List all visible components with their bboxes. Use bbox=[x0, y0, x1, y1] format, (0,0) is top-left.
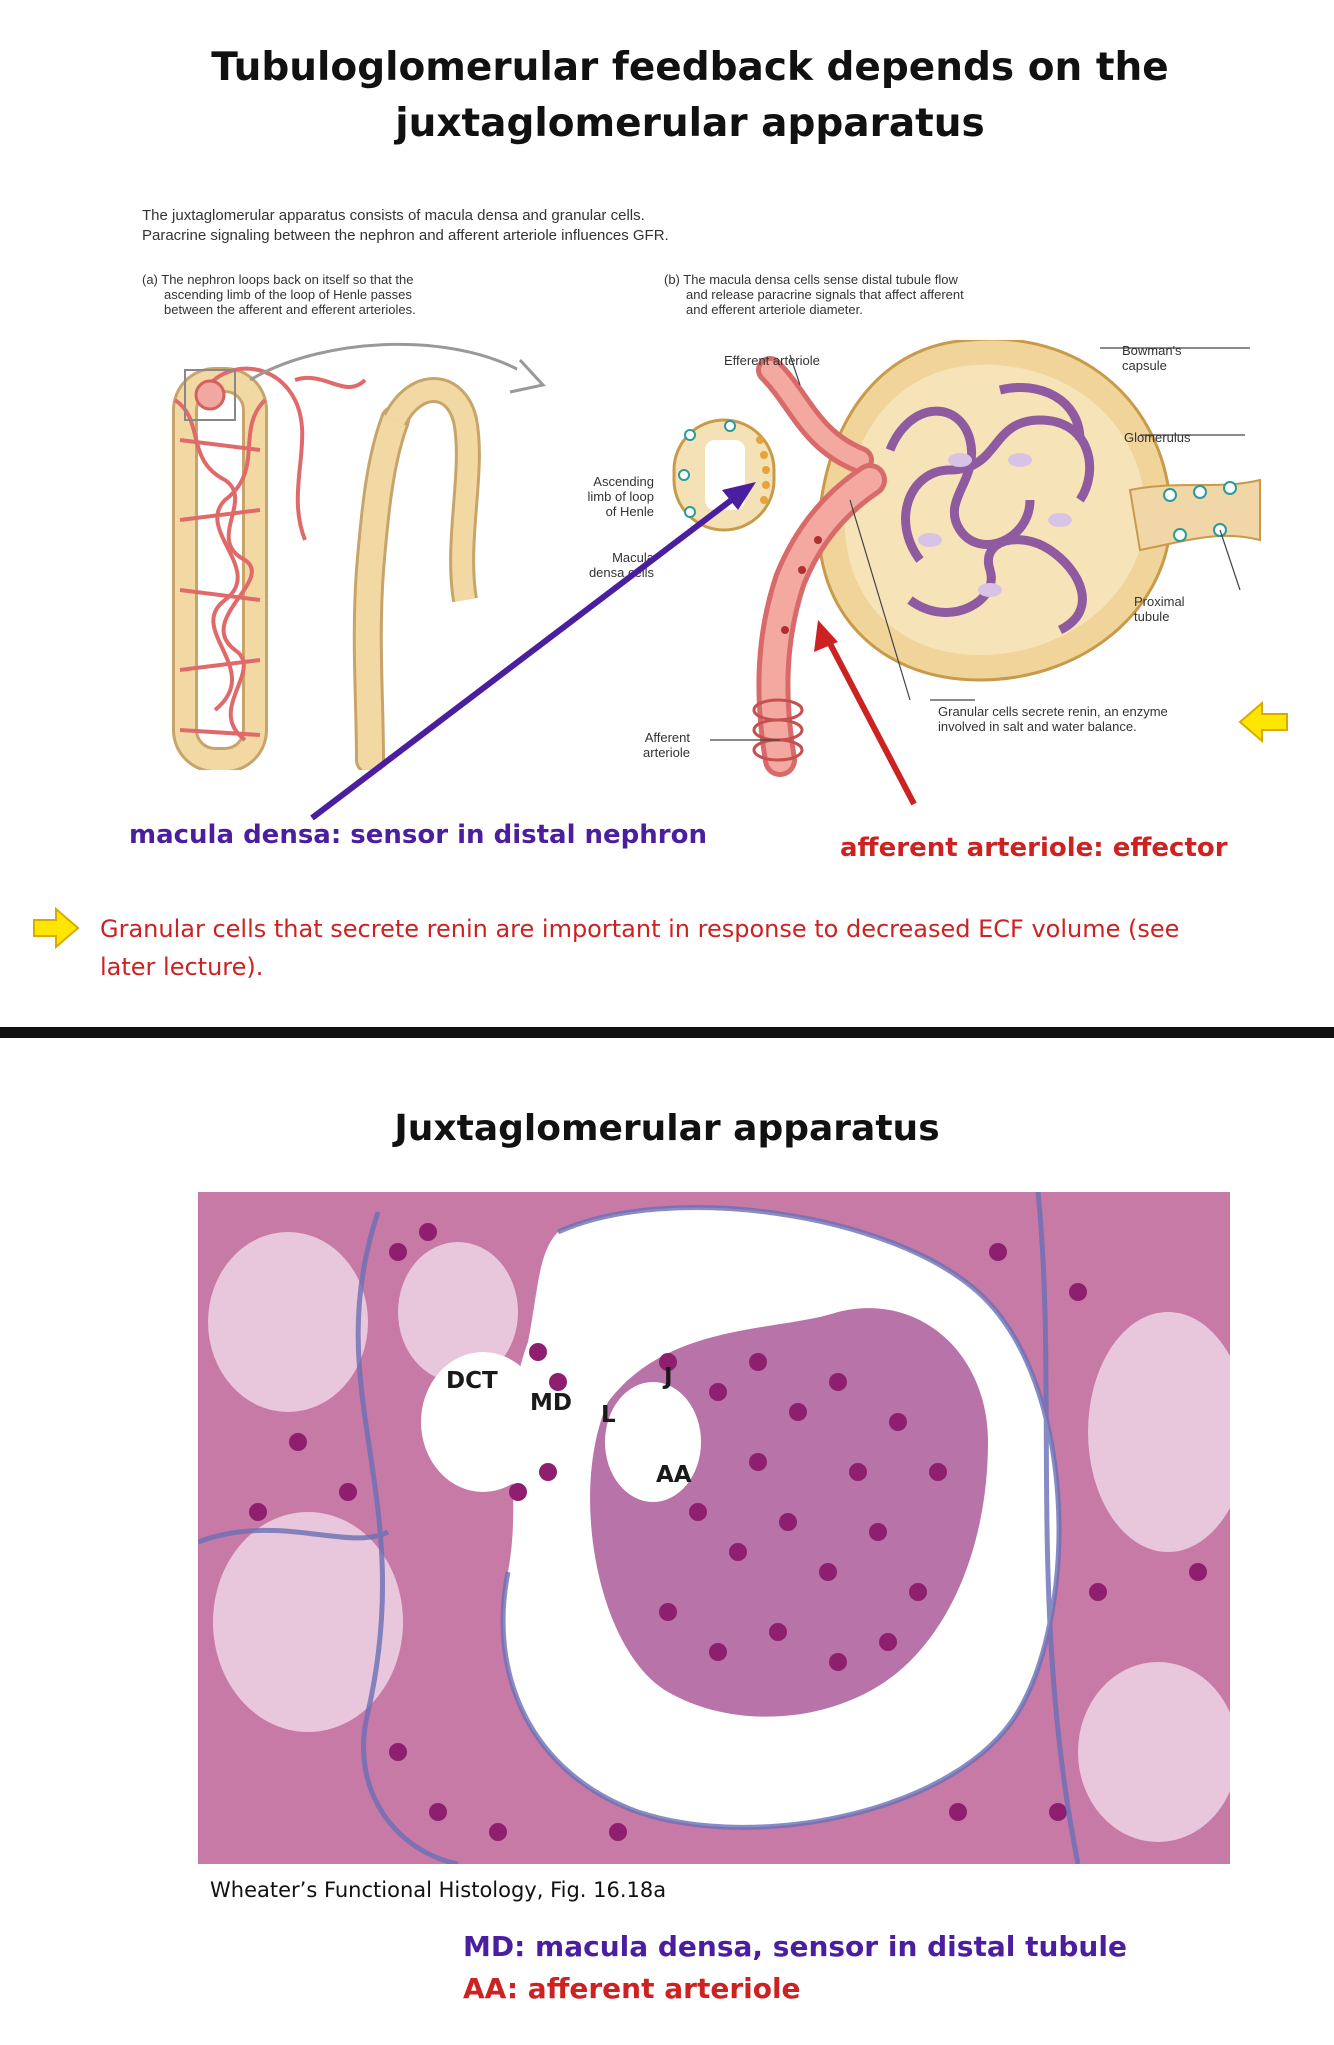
definition-md: MD: macula densa, sensor in distal tubul… bbox=[463, 1930, 1127, 1963]
micrograph bbox=[198, 1192, 1230, 1864]
section-2-title: Juxtaglomerular apparatus bbox=[0, 1108, 1334, 1149]
micro-label-md: MD bbox=[530, 1390, 572, 1416]
macula-densa-note: macula densa: sensor in distal nephron bbox=[129, 820, 707, 850]
granular-cells-note: Granular cells that secrete renin are im… bbox=[100, 910, 1200, 986]
yellow-arrow-right-icon bbox=[34, 909, 78, 947]
afferent-arrow bbox=[826, 636, 914, 804]
micro-label-aa: AA bbox=[656, 1462, 692, 1488]
afferent-arteriole-note: afferent arteriole: effector bbox=[840, 833, 1228, 863]
micrograph-image bbox=[198, 1192, 1230, 1864]
micro-label-dct: DCT bbox=[446, 1368, 498, 1394]
figure-credit: Wheater’s Functional Histology, Fig. 16.… bbox=[210, 1878, 666, 1902]
micro-label-l: L bbox=[601, 1402, 616, 1428]
macula-densa-arrow bbox=[312, 492, 742, 818]
micro-label-j: J bbox=[664, 1364, 673, 1390]
yellow-arrow-left-icon bbox=[1240, 703, 1287, 741]
slide-divider bbox=[0, 1027, 1334, 1038]
definition-aa: AA: afferent arteriole bbox=[463, 1972, 801, 2005]
